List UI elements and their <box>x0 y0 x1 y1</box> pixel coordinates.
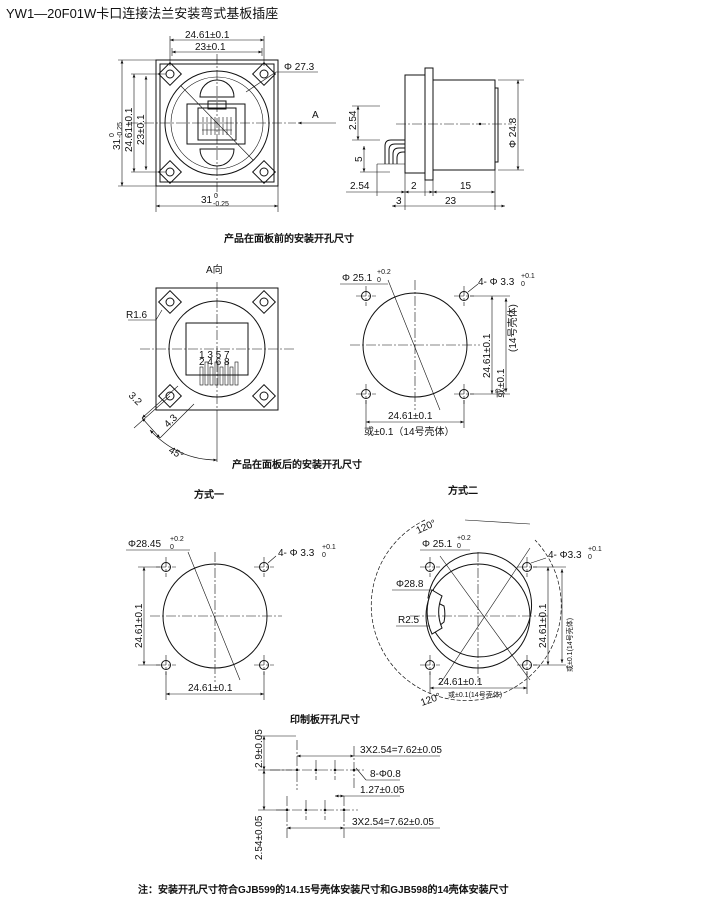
m2-120-bottom: 120° <box>419 691 442 708</box>
dim-phi-27-3: Φ 27.3 <box>284 62 315 73</box>
m1-phi-28-45: Φ28.45 <box>128 539 161 550</box>
pcb-dim-1-27: 1.27±0.05 <box>360 785 405 796</box>
pcb-dim-holes: 8-Φ0.8 <box>370 769 401 780</box>
caption-pcb: 印制板开孔尺寸 <box>290 713 360 726</box>
dim-24-61-top: 24.61±0.1 <box>185 30 230 41</box>
dim-2-54-bottom: 2.54 <box>350 181 370 192</box>
dim-15: 15 <box>460 181 472 192</box>
caption-rear: 产品在面板后的安装开孔尺寸 <box>232 458 362 471</box>
dim-23-top: 23±0.1 <box>195 42 226 53</box>
m1-holes: 4- Φ 3.3 <box>278 548 315 559</box>
dim-31-left: 31 <box>112 138 123 150</box>
pcb-layout: 印制板开孔尺寸 2.9±0.05 3X2.54=7.62±0.05 <box>254 713 442 860</box>
dim-4-3: 4.3 <box>162 412 180 430</box>
dim-5: 5 <box>354 156 365 162</box>
m2-phi-25: Φ 25.1 <box>422 539 453 550</box>
a-view: A向 1 3 5 7 2 4 6 8 R1.6 <box>126 263 296 462</box>
footnote: 注：安装开孔尺寸符合GJB599的14.15号壳体安装尺寸和GJB598的14壳… <box>138 883 509 896</box>
drawing-title: YW1—20F01W卡口连接法兰安装弯式基板插座 <box>6 6 278 21</box>
cut-24-61-v: 24.61±0.1 <box>482 333 493 378</box>
dim-3: 3 <box>396 196 402 207</box>
m2-holes: 4- Φ3.3 <box>548 550 582 561</box>
dim-31-left-tol-up: 0 <box>109 133 116 137</box>
pcb-dim-3x-top: 3X2.54=7.62±0.05 <box>360 745 442 756</box>
m2-24-61-v: 24.61±0.1 <box>538 603 549 648</box>
dim-31-bottom-tol-low: -0.25 <box>213 201 229 208</box>
dim-24-61-left: 24.61±0.1 <box>124 107 135 152</box>
m2-phi-25-tol-up: +0.2 <box>457 535 471 542</box>
method-2-cutout: 120° Φ 25.1 +0.2 0 4- Φ3.3 +0.1 0 Φ28.8 … <box>370 518 602 709</box>
dim-45-deg: 45° <box>167 445 186 462</box>
caption-front: 产品在面板前的安装开孔尺寸 <box>224 232 354 245</box>
method-1-label: 方式一 <box>194 488 224 501</box>
pcb-dim-2-9: 2.9±0.05 <box>254 729 265 768</box>
cut-or-23-v: 或±0.1 <box>495 368 507 398</box>
dim-31-bottom-tol-up: 0 <box>214 193 218 200</box>
cut-or-23-h: 或±0.1（14号壳体） <box>364 425 455 438</box>
side-view: 2.54 5 2.54 2 15 3 23 Φ 24.8 <box>346 67 524 210</box>
cut-24-61-h: 24.61±0.1 <box>388 411 433 422</box>
method-2-label: 方式二 <box>448 484 478 497</box>
pcb-dim-3x-bottom: 3X2.54=7.62±0.05 <box>352 817 434 828</box>
pcb-dim-2-54: 2.54±0.05 <box>254 815 265 860</box>
m1-phi-28-tol-up: +0.2 <box>170 536 184 543</box>
cut-alt-v: (14号壳体) <box>506 304 519 352</box>
dim-31-left-tol-low: -0.25 <box>117 122 124 138</box>
dim-phi-24-8: Φ 24.8 <box>508 117 519 148</box>
m1-holes-tol-up: +0.1 <box>322 544 336 551</box>
dim-31-bottom: 31 <box>201 195 213 206</box>
front-cutout: Φ 25.1 +0.2 0 4- Φ 3.3 +0.1 0 24.61±0.1 … <box>340 269 535 438</box>
method-1-cutout: Φ28.45 +0.2 0 4- Φ 3.3 +0.1 0 24.61±0.1 … <box>126 536 336 700</box>
m2-r-2-5: R2.5 <box>398 615 420 626</box>
dim-23-left: 23±0.1 <box>136 114 147 145</box>
label-r1-6: R1.6 <box>126 310 148 321</box>
m1-holes-tol-low: 0 <box>322 552 326 559</box>
m2-holes-tol-up: +0.1 <box>588 546 602 553</box>
cut-holes: 4- Φ 3.3 <box>478 277 515 288</box>
cut-phi-25: Φ 25.1 <box>342 273 373 284</box>
m2-phi-25-tol-low: 0 <box>457 543 461 550</box>
pins-top-label: 1 3 5 7 <box>199 350 230 361</box>
cut-phi-25-tol-up: +0.2 <box>377 269 391 276</box>
dim-23-side: 23 <box>445 196 457 207</box>
m2-or-h: 或±0.1(14号壳体) <box>448 690 502 699</box>
m2-or-v: 或±0.1(14号壳体) <box>565 618 574 672</box>
cut-holes-tol-low: 0 <box>521 281 525 288</box>
pins-bottom-label: 2 4 6 8 <box>199 357 230 368</box>
m2-holes-tol-low: 0 <box>588 554 592 561</box>
m1-24-61-v: 24.61±0.1 <box>134 603 145 648</box>
m2-120-top: 120° <box>415 518 438 537</box>
a-view-label: A向 <box>206 263 223 276</box>
m2-24-61-h: 24.61±0.1 <box>438 677 483 688</box>
m1-phi-28-tol-low: 0 <box>170 544 174 551</box>
m2-phi-28-8: Φ28.8 <box>396 579 424 590</box>
view-a-label: A <box>312 110 319 121</box>
dim-2: 2 <box>411 181 417 192</box>
dim-2-54-top: 2.54 <box>348 110 359 130</box>
top-view: 24.61±0.1 23±0.1 Φ 27.3 A 31 0 -0.25 24.… <box>109 30 336 212</box>
cut-phi-25-tol-low: 0 <box>377 277 381 284</box>
dim-3-2: 3.2 <box>126 390 144 408</box>
m1-24-61-h: 24.61±0.1 <box>188 683 233 694</box>
cut-holes-tol-up: +0.1 <box>521 273 535 280</box>
